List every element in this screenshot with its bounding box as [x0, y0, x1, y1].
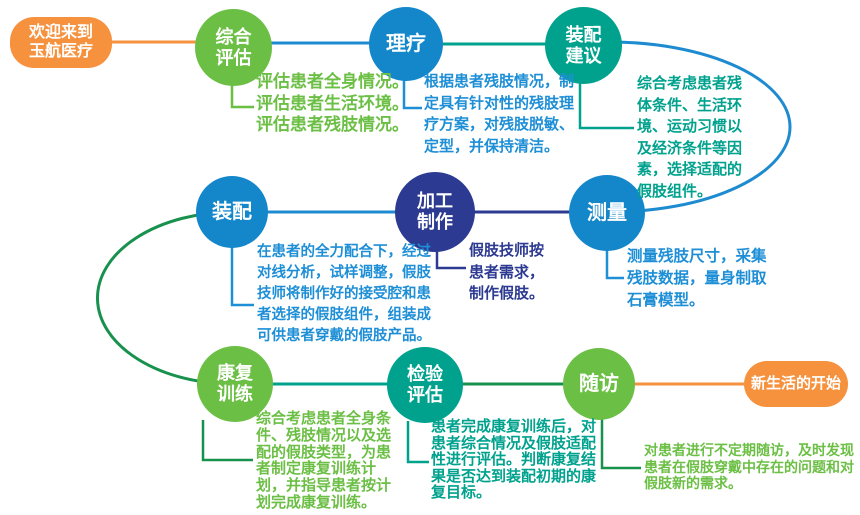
step-measurement-desc: 测量残肢尺寸，采集 残肢数据，量身制取 石膏模型。 — [627, 248, 767, 309]
connector-step3-to-step4-curve — [609, 40, 792, 214]
step-fabrication-desc: 假肢技师按 患者需求， 制作假肢。 — [469, 242, 545, 302]
step-physiotherapy: 理疗 — [369, 7, 443, 81]
step-follow-up: 随访 — [563, 348, 635, 420]
callout-line-step2 — [402, 79, 422, 110]
step-rehab-training-desc: 综合考虑患者全身条 件、残肢情况以及选 配的假肢类型，为患 者制定康复训练计 划… — [256, 410, 392, 511]
step-inspection-evaluation-desc: 患者完成康复训练后，对 患者综合情况及假肢适配 性进行评估。判断康复结 果是否达… — [431, 418, 597, 502]
step-follow-up-desc: 对患者进行不定期随访，及时发现 患者在假肢穿戴中存在的问题和对 假肢新的需求。 — [644, 442, 854, 492]
callout-line-step9 — [600, 418, 641, 470]
callout-line-step3 — [578, 82, 634, 130]
callout-line-step5 — [435, 250, 466, 270]
step-assembly-desc: 在患者的全力配合下，经过 对线分析，试样调整，假肢 技师将制作好的接受腔和患 者… — [257, 244, 431, 344]
start-node-welcome: 欢迎来到 玉航医疗 — [10, 17, 112, 68]
step-fitting-advice-desc: 综合考虑患者残 体条件、生活环 境、运动习惯以 及经济条件等因 素，选择适配的 … — [637, 75, 743, 200]
step-rehab-training: 康复 训练 — [197, 346, 273, 422]
callout-line-step1 — [230, 80, 254, 109]
step-fitting-advice: 装配 建议 — [545, 7, 622, 84]
step-comprehensive-assessment-desc: 评估患者全身情况。 评估患者生活环境。 评估患者残肢情况。 — [256, 72, 409, 134]
step-inspection-evaluation: 检验 评估 — [387, 347, 463, 423]
callout-line-step4 — [605, 249, 624, 280]
step-comprehensive-assessment: 综合 评估 — [195, 9, 272, 86]
step-fabrication: 加工 制作 — [395, 172, 475, 252]
end-node-new-life: 新生活的开始 — [744, 361, 848, 407]
callout-line-step8 — [406, 421, 429, 464]
step-measurement: 测量 — [569, 175, 645, 251]
step-physiotherapy-desc: 根据患者残肢情况，制 定具有针对性的残肢理 疗方案，对残肢脱敏、 定型，并保持清… — [424, 73, 575, 156]
callout-line-step7 — [201, 420, 253, 462]
callout-line-step6 — [230, 246, 254, 307]
step-assembly: 装配 — [196, 176, 268, 248]
connector-step6-to-step7-curve — [96, 210, 236, 386]
